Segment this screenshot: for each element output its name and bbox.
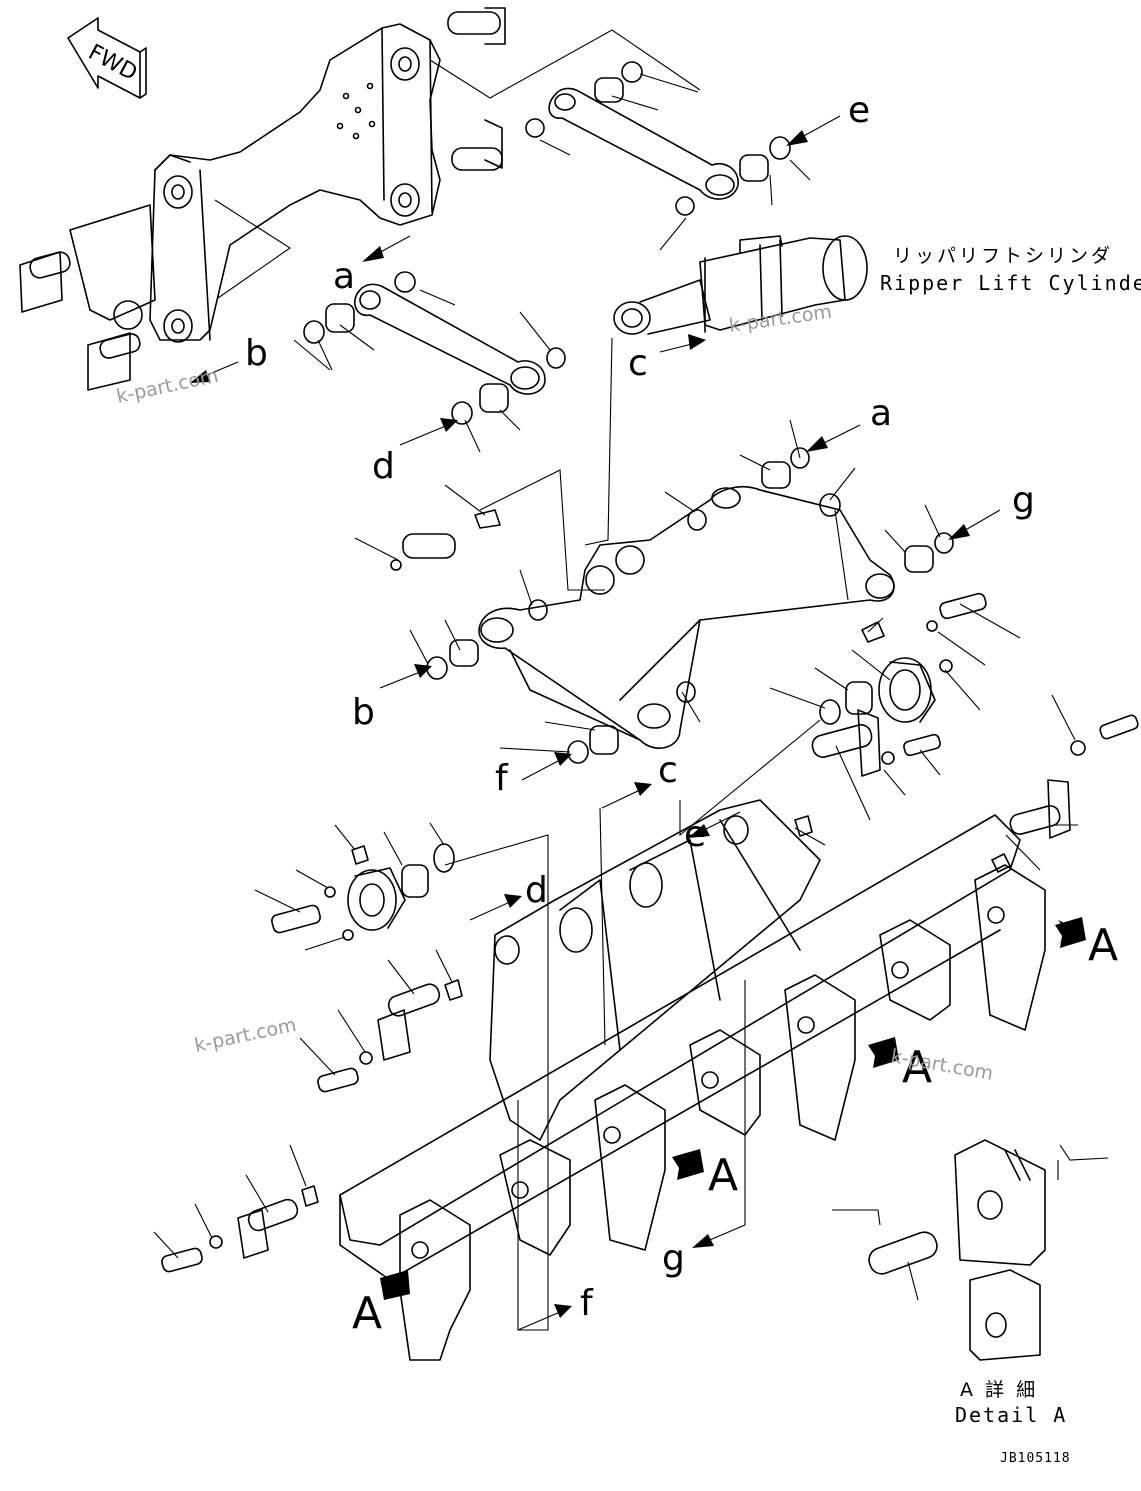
callout-arrows xyxy=(190,115,1086,1331)
part-name-japanese: リッパリフトシリンダ xyxy=(893,245,1113,267)
lower-left-pin xyxy=(161,1185,319,1273)
watermark-2: k-part.com xyxy=(728,301,834,337)
label-A-right: A xyxy=(1088,920,1118,971)
frame-small-parts xyxy=(390,447,1139,873)
label-e-lower: e xyxy=(684,814,706,855)
mounting-bracket xyxy=(19,7,506,391)
part-name-english: Ripper Lift Cylinder xyxy=(880,271,1141,295)
lower-link xyxy=(303,271,566,425)
label-a-right: a xyxy=(870,393,892,434)
label-c-lower: c xyxy=(658,750,678,791)
label-e-upper: e xyxy=(848,90,870,131)
detail-a xyxy=(868,1139,1046,1361)
label-d-upper: d xyxy=(372,446,395,487)
leader-lines xyxy=(153,29,1109,1331)
label-A-middle: A xyxy=(902,1042,932,1093)
left-bearing-cap xyxy=(271,843,463,1093)
label-f-middle: f xyxy=(495,758,509,799)
detail-caption-english: Detail A xyxy=(955,1403,1067,1427)
label-a-upper: a xyxy=(333,256,355,297)
detail-caption-japanese: A 詳 細 xyxy=(960,1379,1038,1401)
label-b-lower: b xyxy=(352,692,375,733)
drawing-id: JB105118 xyxy=(1000,1451,1071,1466)
label-A-center: A xyxy=(708,1150,738,1201)
label-g-lower: g xyxy=(662,1238,685,1279)
label-f-lower: f xyxy=(580,1283,594,1324)
label-b-upper: b xyxy=(245,333,268,374)
label-c-upper: c xyxy=(628,343,648,384)
label-A-left: A xyxy=(352,1288,382,1339)
label-d-lower: d xyxy=(525,870,548,911)
fwd-arrow-icon: FWD xyxy=(67,17,147,99)
callout-labels: a b c d e a g b f c e d f g A A A A xyxy=(245,90,1118,1339)
upper-link xyxy=(525,61,791,216)
label-g-upper: g xyxy=(1012,480,1035,521)
ripper-lift-cylinder xyxy=(613,235,868,335)
ripper-frame-beam xyxy=(478,485,895,749)
main-toolbar xyxy=(339,799,1046,1361)
watermark-3: k-part.com xyxy=(192,1014,298,1057)
